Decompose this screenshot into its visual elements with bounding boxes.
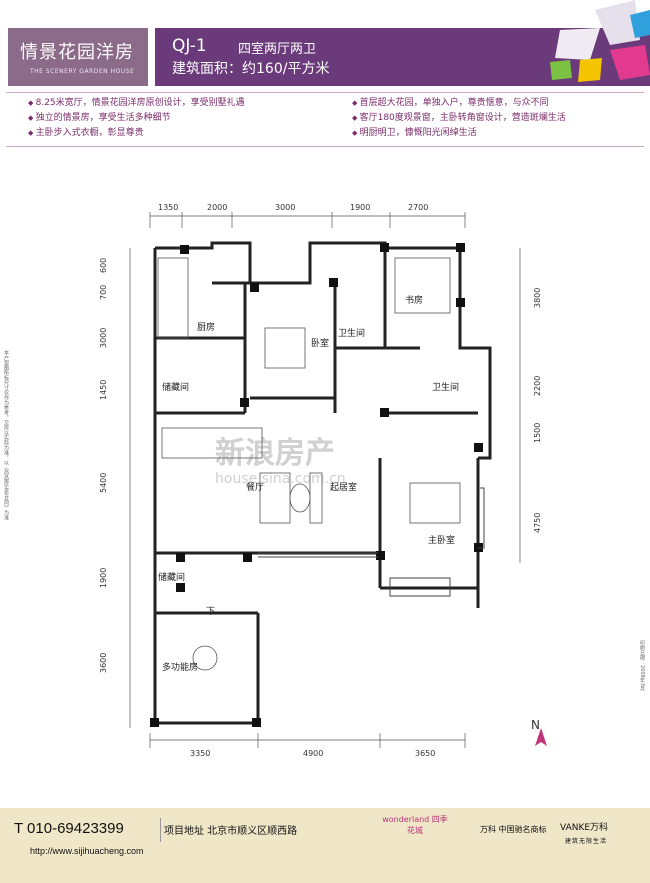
dim-left: 3000 xyxy=(99,328,108,348)
stair-down: 下 xyxy=(206,607,215,617)
room-bathroom: 卫生间 xyxy=(432,381,459,393)
area-label: 建筑面积：约160/平方米 xyxy=(172,61,330,77)
logo-cn: 情景花园洋房 xyxy=(20,42,134,63)
room-master: 主卧室 xyxy=(428,534,455,546)
wonderland-logo: wonderland 四季花城 xyxy=(382,815,448,835)
dim-left: 5400 xyxy=(99,473,108,493)
room-study: 书房 xyxy=(405,294,423,306)
divider xyxy=(6,92,644,93)
feature-item: 主卧步入式衣橱，彰显尊贵 xyxy=(28,126,245,141)
side-note: 本户型图所标尺寸仅作为参考，交房以实际为准，以《商品房买卖合同》为准 xyxy=(3,350,9,520)
dim-right: 2200 xyxy=(533,376,542,396)
feature-item: 客厅180度观景窗，主卧转角窗设计，营造斑斓生活 xyxy=(352,111,566,126)
dim-left: 1900 xyxy=(99,568,108,588)
phone-number: T 010-69423399 xyxy=(14,820,124,837)
project-address: 项目地址 北京市顺义区顺西路 xyxy=(164,826,298,837)
floor-plan: 1350 2000 3000 1900 2700 600 700 3000 14… xyxy=(99,203,547,758)
website-link[interactable]: http://www.sijihuacheng.com xyxy=(30,846,144,856)
footer: T 010-69423399 http://www.sijihuacheng.c… xyxy=(0,808,650,883)
room-dining: 餐厅 xyxy=(246,481,264,493)
dim-bottom: 4900 xyxy=(303,749,323,758)
room-multi: 多功能房 xyxy=(162,661,198,673)
logo-en: THE SCENERY GARDEN HOUSE xyxy=(30,68,135,75)
dim-left: 600 xyxy=(99,258,108,273)
dim-top: 1900 xyxy=(350,203,370,212)
side-note-date: 印刷日期：2008年3月 xyxy=(639,640,645,691)
watermark-url: house.sina.com.cn xyxy=(215,471,346,487)
features-right: 首层超大花园，单独入户，尊贵惬意，与众不同 客厅180度观景窗，主卧转角窗设计，… xyxy=(352,96,566,141)
room-storage: 储藏间 xyxy=(162,381,189,393)
north-arrow-icon xyxy=(535,728,547,746)
dim-left: 3600 xyxy=(99,653,108,673)
dim-top: 3000 xyxy=(275,203,295,212)
rooms-label: 四室两厅两卫 xyxy=(238,42,317,57)
room-kitchen: 厨房 xyxy=(197,321,215,333)
room-storage: 储藏间 xyxy=(158,571,185,583)
dim-left: 700 xyxy=(99,285,108,300)
room-bathroom: 卫生间 xyxy=(338,327,365,339)
features-left: 8.25米宽厅，情景花园洋房原创设计，享受别墅礼遇 独立的情景房，享受生活多种细… xyxy=(28,96,245,141)
dim-right: 1500 xyxy=(533,423,542,443)
model-code: QJ-1 xyxy=(172,36,207,56)
dim-right: 3800 xyxy=(533,288,542,308)
header: 情景花园洋房 THE SCENERY GARDEN HOUSE QJ-1 四室两… xyxy=(0,0,650,88)
decoration-icon xyxy=(550,0,650,82)
dim-left: 1450 xyxy=(99,380,108,400)
dim-top: 2700 xyxy=(408,203,428,212)
watermark: 新浪房产 xyxy=(215,436,335,471)
divider xyxy=(160,818,161,842)
divider xyxy=(6,146,644,147)
vanke-logo: VANKE万科 xyxy=(560,823,609,833)
dim-bottom: 3650 xyxy=(415,749,435,758)
dim-top: 1350 xyxy=(158,203,178,212)
north-label: N xyxy=(531,718,540,732)
feature-item: 8.25米宽厅，情景花园洋房原创设计，享受别墅礼遇 xyxy=(28,96,245,111)
vanke-mark: 万科 中国驰名商标 xyxy=(480,825,547,834)
dim-right: 4750 xyxy=(533,513,542,533)
feature-item: 独立的情景房，享受生活多种细节 xyxy=(28,111,245,126)
dim-top: 2000 xyxy=(207,203,227,212)
room-living: 起居室 xyxy=(330,481,357,493)
dim-bottom: 3350 xyxy=(190,749,210,758)
feature-item: 明厨明卫，慷慨阳光闲绰生活 xyxy=(352,126,566,141)
brand-logo: 情景花园洋房 THE SCENERY GARDEN HOUSE xyxy=(8,28,148,86)
room-bedroom: 卧室 xyxy=(311,337,329,349)
feature-item: 首层超大花园，单独入户，尊贵惬意，与众不同 xyxy=(352,96,566,111)
vanke-slogan: 建筑无限生活 xyxy=(565,838,608,845)
